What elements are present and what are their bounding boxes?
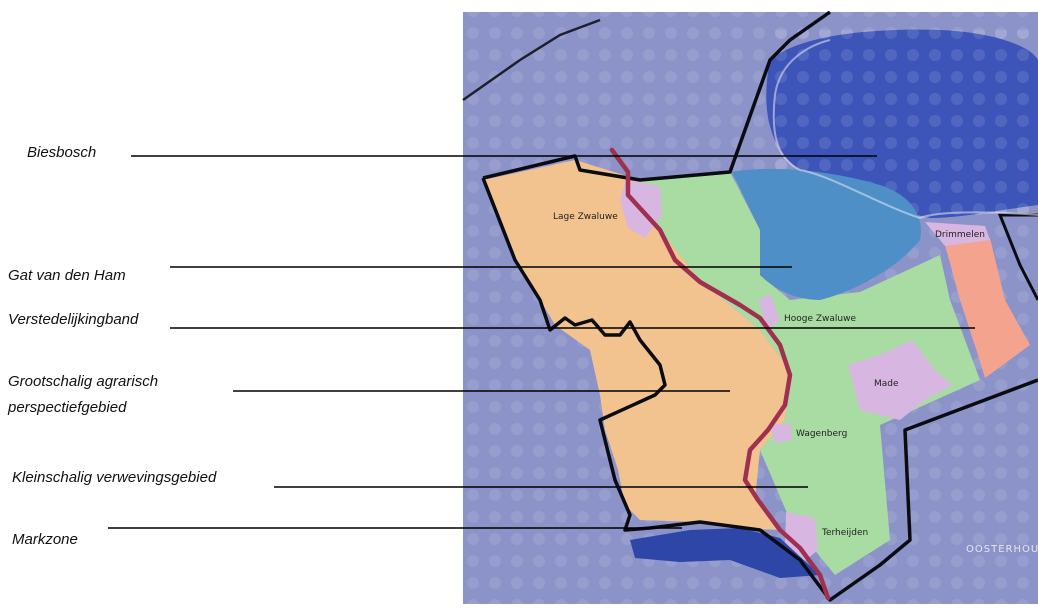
place-label-lage-zwaluwe: Lage Zwaluwe: [553, 212, 618, 222]
legend-markzone: Markzone: [12, 531, 78, 548]
hooge-zwaluwe-area: [758, 294, 780, 330]
verstedelijkingband-area: [945, 238, 1030, 378]
place-label-made: Made: [874, 379, 899, 389]
legend-kleinschalig: Kleinschalig verwevingsgebied: [12, 469, 217, 486]
place-label-drimmelen: Drimmelen: [935, 230, 985, 240]
legend-verstedelijkingband: Verstedelijkingband: [8, 311, 139, 328]
drimmelen-area: [925, 222, 990, 246]
place-label-hooge-zwaluwe: Hooge Zwaluwe: [784, 314, 856, 324]
place-label-wagenberg: Wagenberg: [796, 429, 847, 439]
route-line: [609, 147, 831, 601]
made-area: [848, 340, 952, 420]
wagenberg-area: [770, 423, 792, 443]
kleinschalig-area: [640, 172, 980, 575]
legend-biesbosch: Biesbosch: [27, 144, 97, 161]
legend-grootschalig-line1: Grootschalig agrarisch: [8, 373, 159, 390]
place-label-terheijden: Terheijden: [821, 528, 868, 538]
municipal-boundary: [481, 10, 1038, 602]
legend-grootschalig-line2: perspectiefgebied: [8, 399, 127, 416]
legend-gat-van-den-ham: Gat van den Ham: [8, 267, 126, 284]
place-label-oosterhout: OOSTERHOU: [966, 544, 1038, 555]
grootschalig-area: [483, 160, 790, 530]
